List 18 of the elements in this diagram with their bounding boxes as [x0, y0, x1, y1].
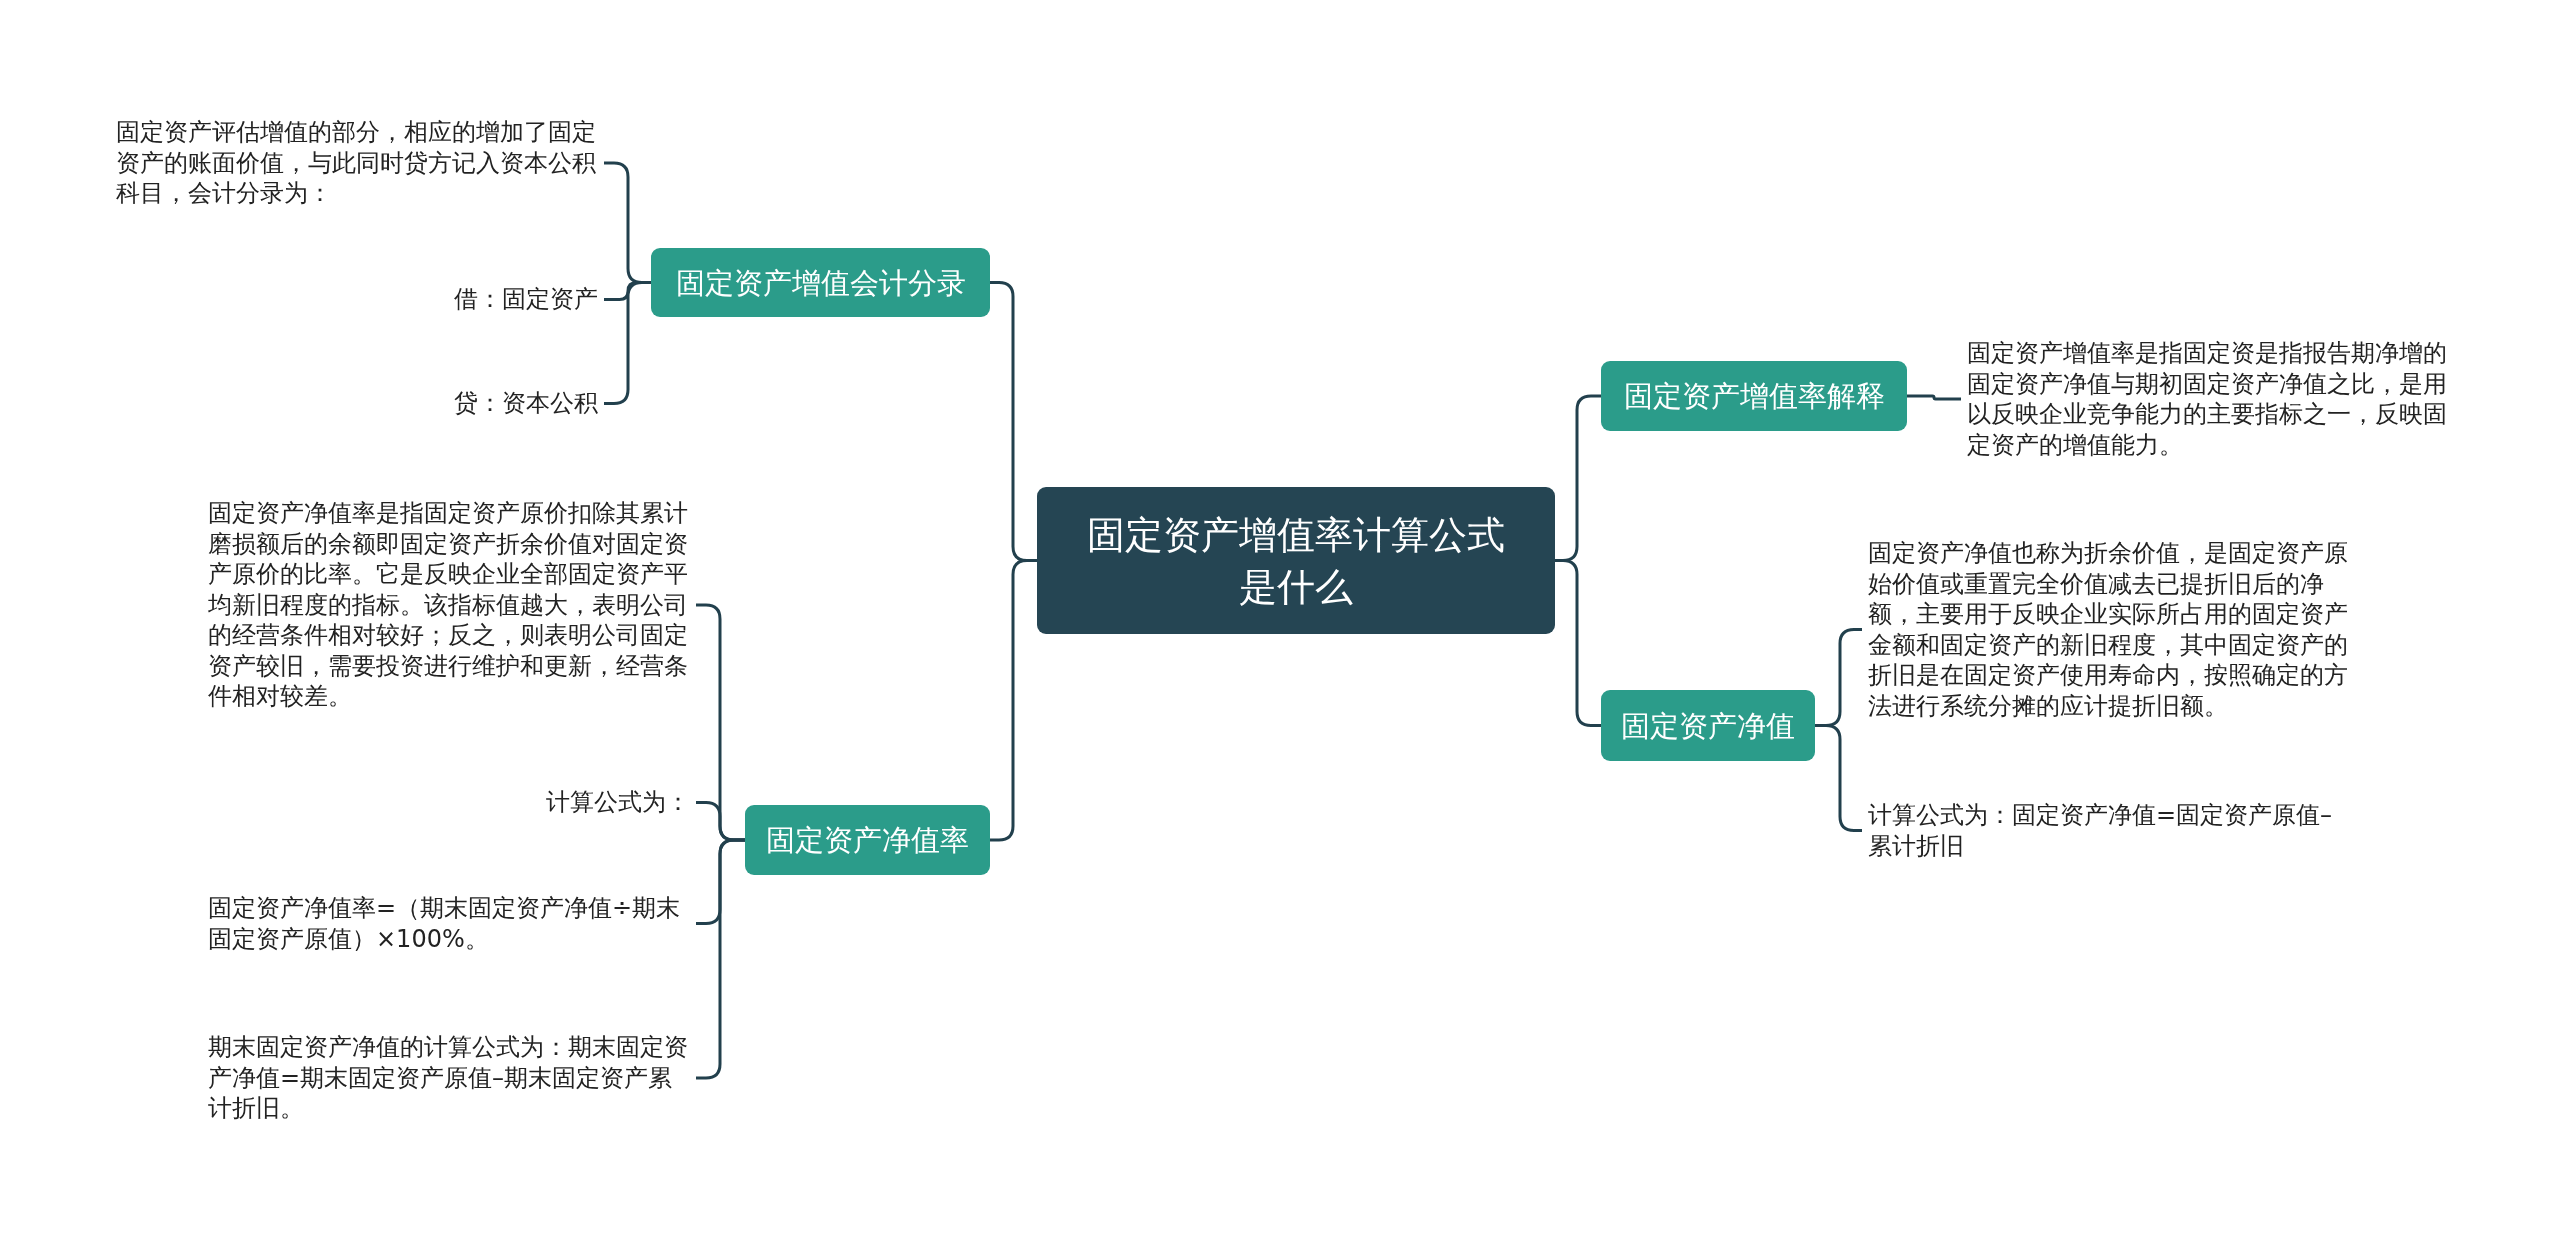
topic-box: 固定资产增值会计分录 — [651, 248, 990, 317]
note-text: 固定资产净值率=（期末固定资产净值÷期末固定资产原值）×100%。 — [202, 893, 696, 954]
topic-box: 固定资产增值率解释 — [1601, 361, 1907, 431]
note-text: 借：固定资产 — [448, 284, 604, 315]
note-text: 计算公式为： — [540, 787, 696, 818]
note-text: 固定资产评估增值的部分，相应的增加了固定资产的账面价值，与此同时贷方记入资本公积科目，会计分录为： — [110, 117, 604, 209]
central-topic-box: 固定资产增值率计算公式是什么 — [1037, 487, 1555, 634]
connector-line — [990, 559, 1037, 842]
topic-box: 固定资产净值 — [1601, 690, 1815, 761]
connector-line — [1907, 394, 1961, 401]
note-text: 固定资产净值率是指固定资产原价扣除其累计磨损额后的余额即固定资产折余价值对固定资产原价的比率。它是反映企业全部固定资产平均新旧程度的指标。该指标值越大，表明公司的经营条件相对较好；反之，则表明公司固定资产较旧，需要投资进行维护和更新，经营条件相对较差。 — [202, 498, 696, 712]
note-text: 固定资产净值也称为折余价值，是固定资产原始价值或重置完全价值减去已提折旧后的净额，主要用于反映企业实际所占用的固定资产金额和固定资产的新旧程度，其中固定资产的折旧是在固定资产使用寿命内，按照确定的方法进行系统分摊的应计提折旧额。 — [1862, 538, 2356, 721]
note-text: 计算公式为：固定资产净值=固定资产原值–累计折旧 — [1862, 800, 2339, 861]
note-text: 固定资产增值率是指固定资是指报告期净增的固定资产净值与期初固定资产净值之比，是用以反映企业竞争能力的主要指标之一，反映固定资产的增值能力。 — [1961, 338, 2455, 460]
note-text: 期末固定资产净值的计算公式为：期末固定资产净值=期末固定资产原值–期末固定资产累计折旧。 — [202, 1032, 696, 1124]
topic-box: 固定资产净值率 — [745, 805, 990, 875]
connector-line — [1555, 559, 1601, 727]
note-text: 贷：资本公积 — [448, 388, 604, 419]
